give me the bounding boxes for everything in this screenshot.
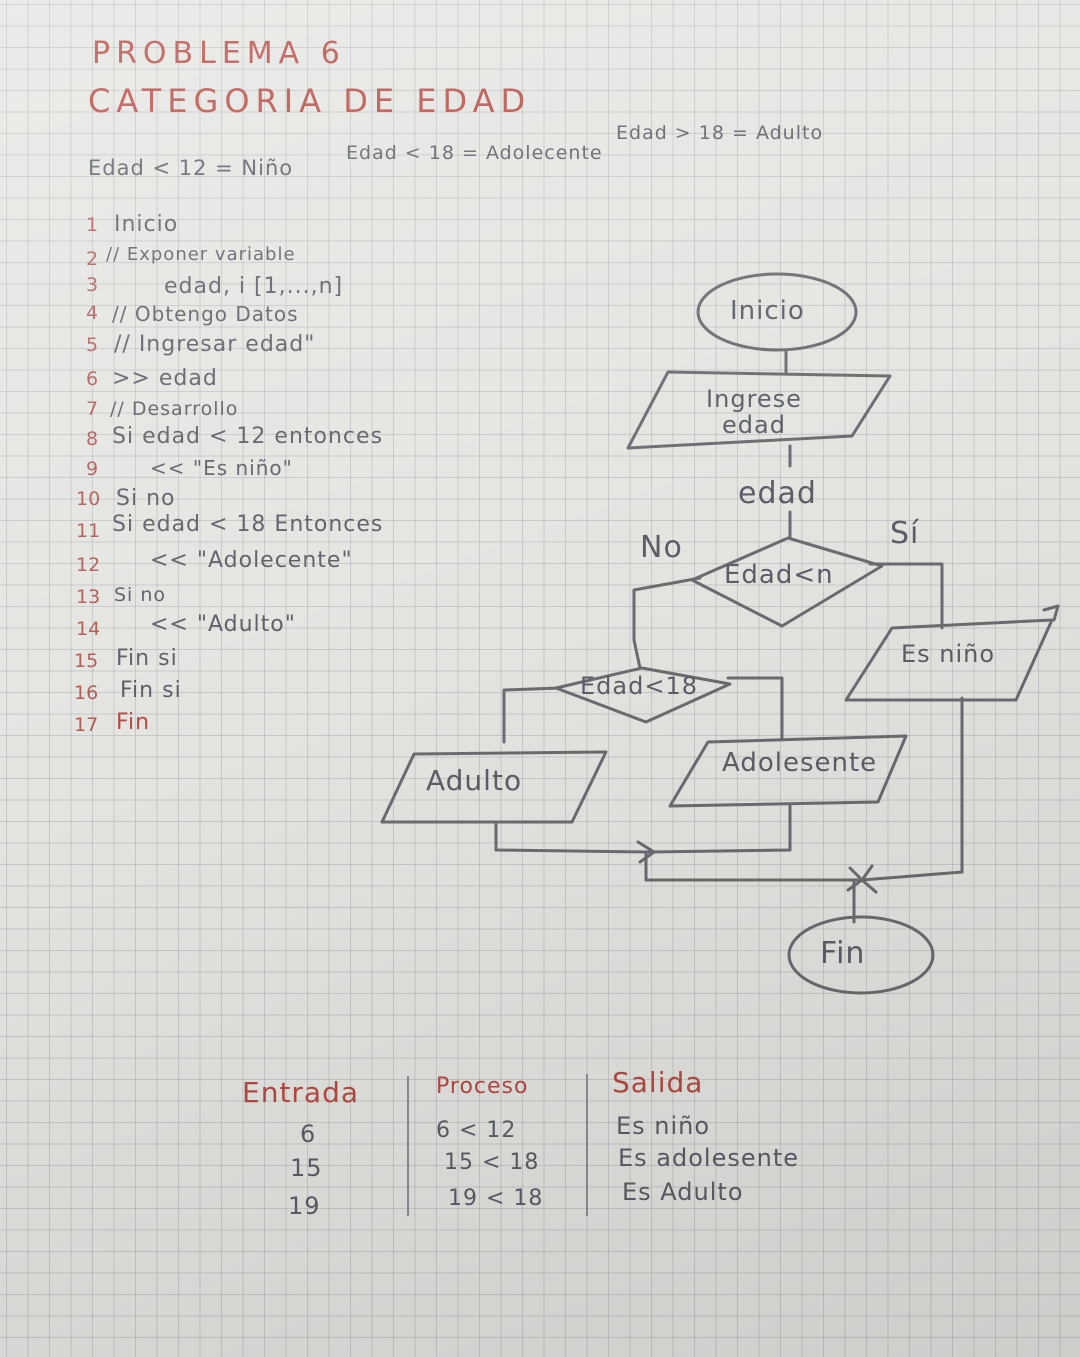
pseudocode-line: // Exponer variable: [106, 244, 296, 265]
arrowhead: [1042, 604, 1060, 622]
line-number: 1: [86, 214, 99, 236]
connector-line: [494, 820, 652, 854]
pseudocode-line: // Desarrollo: [110, 398, 239, 420]
pseudocode-line: >> edad: [112, 366, 218, 391]
pseudocode-line: Si edad < 12 entonces: [112, 424, 384, 449]
connector-line: [860, 696, 964, 882]
yes-branch-label: Sí: [890, 516, 920, 551]
connector-line: [644, 850, 860, 882]
line-number: 15: [74, 650, 99, 672]
problem-subtitle: CATEGORIA DE EDAD: [88, 82, 532, 120]
rule-child: Edad < 12 = Niño: [88, 156, 294, 180]
table-divider: [586, 1074, 588, 1216]
table-header-entrada: Entrada: [242, 1076, 360, 1109]
output-adult-label: Adulto: [426, 764, 523, 797]
table-divider: [407, 1076, 409, 1216]
table-cell: 6: [300, 1120, 317, 1148]
arrowhead: [636, 840, 656, 864]
table-cell: 19 < 18: [448, 1186, 544, 1211]
table-cell: Es Adulto: [622, 1178, 744, 1206]
start-terminal: [696, 272, 858, 352]
line-number: 10: [76, 488, 101, 510]
output-child-parallelogram: [844, 618, 1054, 702]
pseudocode-line: Inicio: [114, 212, 179, 237]
no-branch-label: No: [640, 530, 683, 565]
output-child-label: Es niño: [900, 640, 996, 668]
line-number: 6: [86, 368, 99, 390]
line-number: 11: [76, 520, 101, 542]
end-terminal: [787, 915, 935, 995]
line-number: 3: [86, 274, 99, 296]
table-header-salida: Salida: [612, 1066, 704, 1099]
connector-line: [868, 562, 944, 630]
table-cell: Es niño: [616, 1112, 711, 1140]
problem-title: PROBLEMA 6: [92, 36, 346, 71]
pseudocode-line: Si edad < 18 Entonces: [112, 512, 384, 537]
input-parallelogram: [626, 370, 892, 450]
decision-2-label: Edad<18: [580, 672, 698, 700]
input-label: Ingrese edad: [706, 385, 802, 439]
rule-teen: Edad < 18 = Adolecente: [346, 142, 603, 164]
pseudocode-line: Si no: [116, 486, 176, 511]
line-number: 16: [74, 682, 99, 704]
line-number: 2: [86, 248, 99, 270]
table-header-proceso: Proceso: [436, 1074, 529, 1099]
line-number: 14: [76, 618, 101, 640]
line-number: 8: [86, 428, 99, 450]
decision-diamond-1: [690, 536, 884, 628]
start-label: Inicio: [730, 296, 805, 326]
pseudocode-line: << "Es niño": [150, 456, 293, 480]
line-number: 7: [86, 398, 99, 420]
connector-line: [726, 676, 784, 742]
output-adult-parallelogram: [380, 750, 608, 824]
line-number: 13: [76, 586, 101, 608]
connector-line: [648, 804, 792, 854]
line-number: 4: [86, 302, 99, 324]
output-teen-parallelogram: [668, 734, 908, 808]
connector-line: [502, 686, 562, 744]
rule-adult: Edad > 18 = Adulto: [616, 122, 824, 144]
line-number: 17: [74, 714, 99, 736]
connector-line: [632, 576, 702, 670]
pseudocode-line: Fin si: [120, 678, 182, 703]
pseudocode-line: << "Adolecente": [150, 548, 353, 573]
table-cell: 15 < 18: [444, 1150, 540, 1175]
decision-diamond-2: [554, 666, 732, 724]
pseudocode-line: Si no: [114, 584, 167, 606]
line-number: 5: [86, 334, 99, 356]
pseudocode-line: Fin si: [116, 646, 178, 671]
pseudocode-line: // Ingresar edad": [114, 332, 316, 357]
end-label: Fin: [820, 936, 866, 971]
line-number: 9: [86, 458, 99, 480]
arrowhead: [860, 864, 878, 894]
table-cell: 19: [288, 1192, 321, 1220]
pseudocode-line: << "Adulto": [150, 612, 296, 637]
line-number: 12: [76, 554, 101, 576]
table-cell: 15: [290, 1154, 323, 1182]
table-cell: 6 < 12: [436, 1118, 517, 1143]
flowchart-connectors: [494, 348, 1060, 924]
output-teen-label: Adolesente: [722, 748, 878, 778]
decision-1-label: Edad<n: [724, 560, 834, 590]
pseudocode-line: edad, i [1,...,n]: [164, 274, 344, 299]
pseudocode-line: Fin: [116, 710, 151, 735]
variable-label: edad: [738, 476, 817, 511]
table-cell: Es adolesente: [618, 1144, 800, 1172]
pseudocode-line: // Obtengo Datos: [112, 302, 299, 326]
